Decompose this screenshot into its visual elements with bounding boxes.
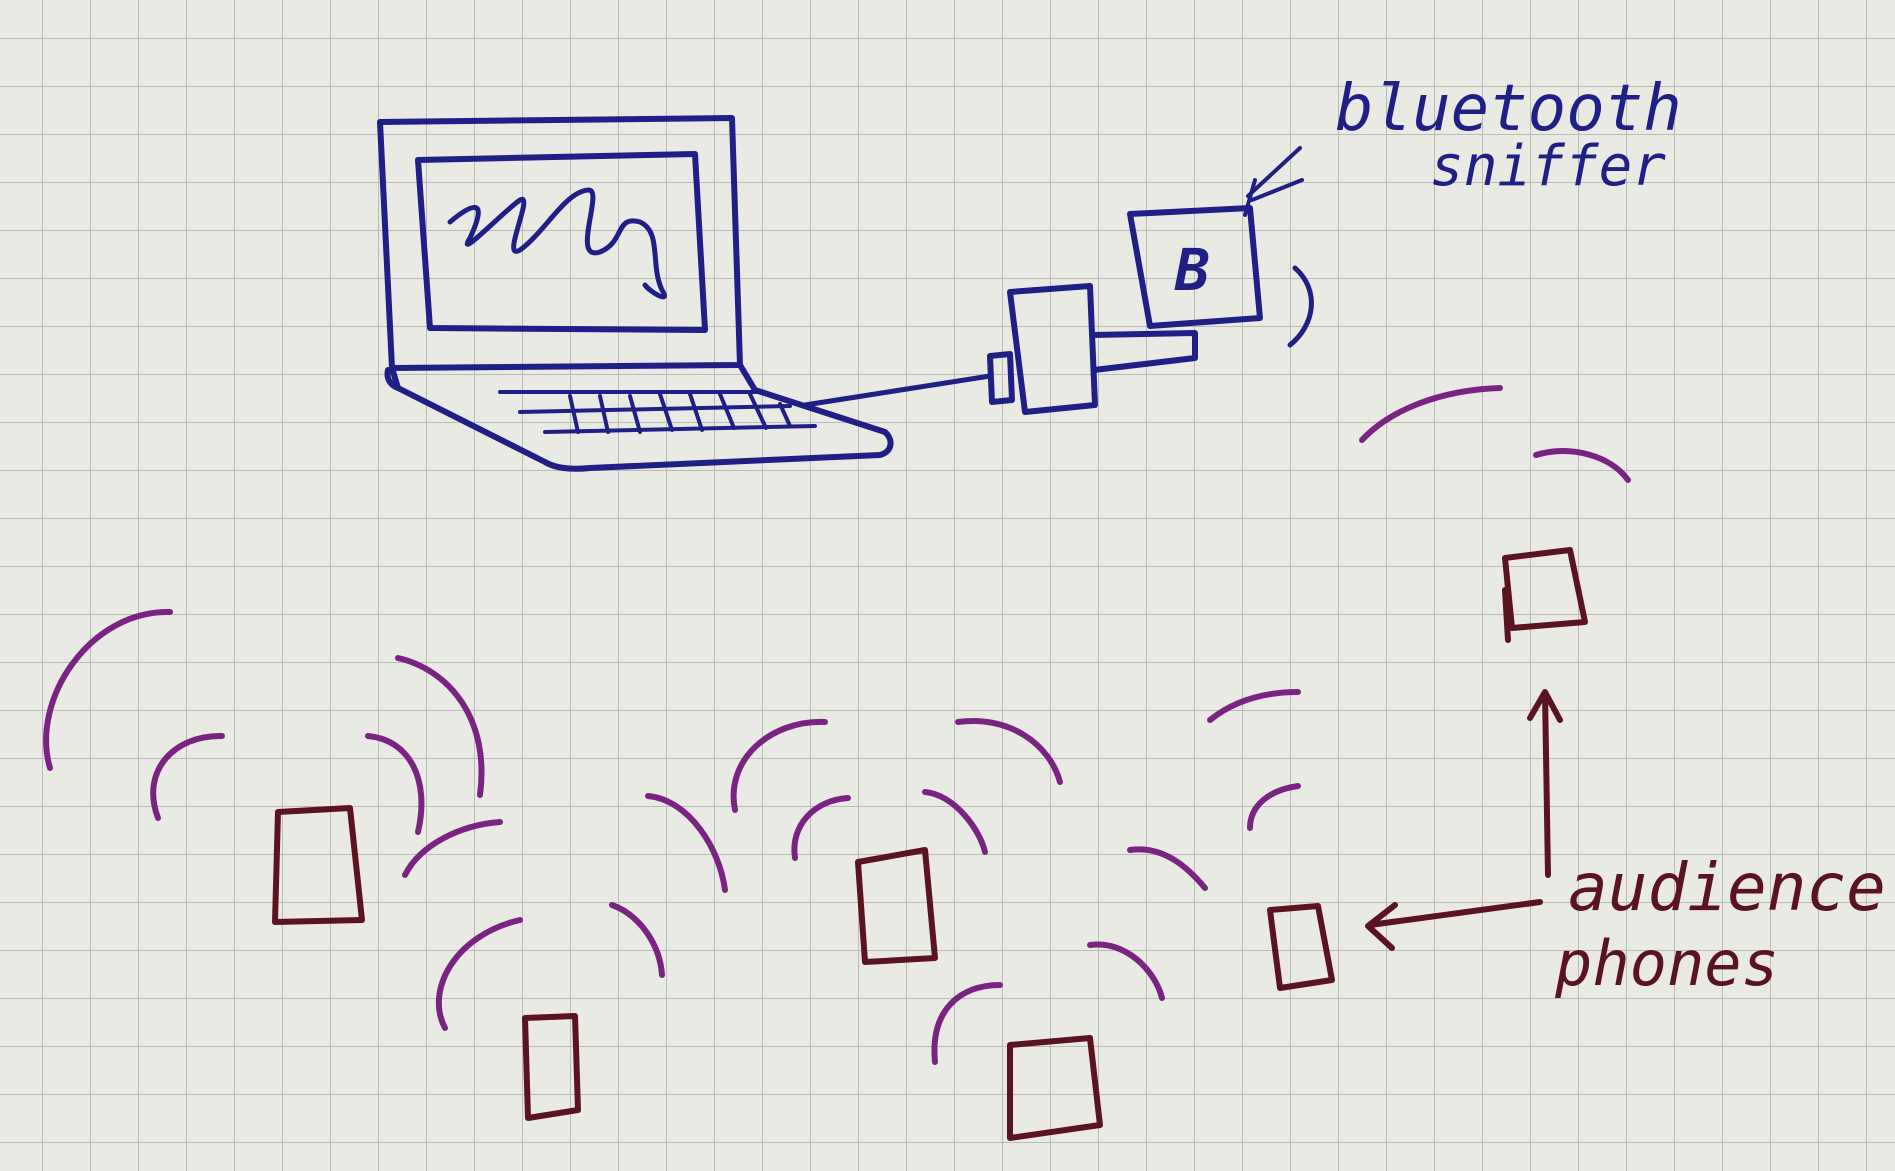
laptop-screen bbox=[415, 151, 708, 333]
radio-wave-icon bbox=[1127, 846, 1208, 891]
audience-label-line2: phones bbox=[1554, 927, 1779, 1000]
phone-icon bbox=[1267, 903, 1335, 991]
radio-wave-icon bbox=[955, 718, 1063, 785]
radio-wave-icon bbox=[435, 917, 523, 1031]
radio-wave-icon bbox=[402, 819, 503, 878]
radio-wave-icon bbox=[43, 608, 173, 771]
arrow-icon bbox=[1527, 689, 1563, 878]
radio-wave-icon bbox=[1359, 385, 1503, 443]
radio-wave-icon bbox=[922, 789, 988, 855]
radio-wave-icon bbox=[645, 793, 728, 893]
radio-waves bbox=[43, 385, 1631, 1065]
phone-icon bbox=[1502, 587, 1511, 643]
laptop-base bbox=[384, 362, 894, 472]
laptop-keyboard bbox=[498, 390, 817, 434]
radio-wave-icon bbox=[791, 795, 851, 861]
radio-wave-icon bbox=[931, 982, 1003, 1065]
phone-icon bbox=[522, 1013, 581, 1121]
laptop-base-edge bbox=[389, 365, 401, 391]
usb-stick bbox=[1089, 330, 1198, 373]
radio-wave-icon bbox=[1287, 265, 1314, 348]
radio-wave-icon bbox=[730, 718, 828, 813]
radio-wave-icon bbox=[395, 655, 485, 798]
radio-wave-icon bbox=[365, 733, 425, 835]
radio-wave-icon bbox=[1087, 941, 1165, 1001]
radio-wave-icon bbox=[150, 732, 225, 821]
audience-label-line1: audience bbox=[1568, 849, 1886, 926]
usb-cable bbox=[802, 373, 993, 408]
phone-icon bbox=[1502, 547, 1588, 631]
phone-icon bbox=[272, 805, 365, 925]
radio-wave-icon bbox=[1207, 689, 1301, 723]
usb-connector bbox=[987, 351, 1015, 405]
audience-phones bbox=[272, 547, 1588, 1141]
bluetooth-dongle-icon bbox=[1127, 205, 1263, 329]
sniffer-label-line2: sniffer bbox=[1430, 134, 1666, 199]
sniffer-label-line1: bluetooth bbox=[1335, 72, 1682, 146]
bluetooth-glyph: B bbox=[1174, 236, 1210, 304]
arrow-icon bbox=[1365, 899, 1543, 951]
radio-wave-icon bbox=[1533, 448, 1631, 483]
screen-scribble bbox=[447, 187, 667, 300]
radio-wave-icon bbox=[1247, 783, 1301, 831]
radio-wave-icon bbox=[609, 902, 665, 978]
usb-hub bbox=[1007, 283, 1098, 415]
phone-icon bbox=[855, 847, 938, 965]
phone-icon bbox=[1007, 1035, 1103, 1141]
laptop-icon bbox=[377, 115, 1314, 472]
dongle-antenna bbox=[1243, 146, 1304, 217]
